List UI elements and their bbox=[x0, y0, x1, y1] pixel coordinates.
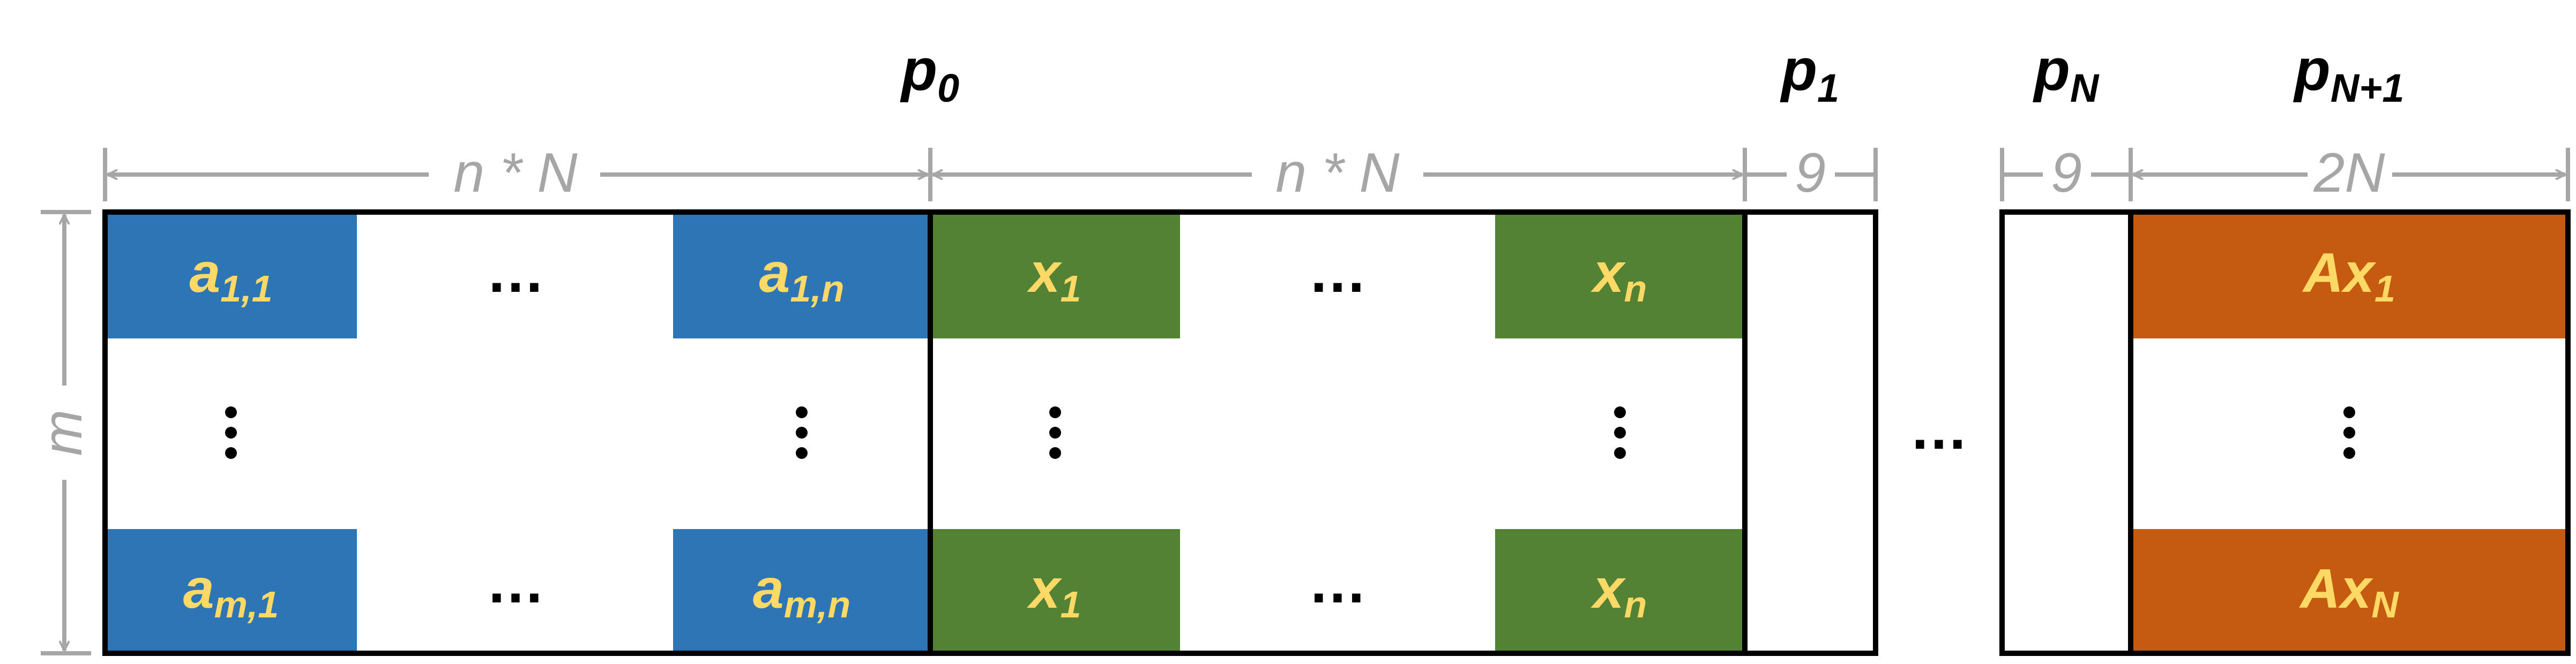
cell-xn-bot-fill bbox=[1495, 529, 1745, 653]
cells bbox=[105, 212, 2568, 653]
vertical-ellipsis-ax bbox=[2343, 406, 2355, 459]
cell-x1-bot-fill bbox=[930, 529, 1180, 653]
partition-pN-border bbox=[1999, 209, 2133, 656]
dimension-lines bbox=[41, 148, 2570, 655]
cell-a11-fill bbox=[105, 212, 357, 338]
cell-xn-bot-label: xn bbox=[1591, 558, 1647, 625]
dim-p1-width-label: 9 bbox=[1795, 142, 1826, 204]
cell-axN-label: AxN bbox=[2298, 558, 2399, 625]
vertical-ellipses bbox=[225, 406, 2355, 459]
cell-xn-top-fill bbox=[1495, 212, 1745, 338]
ellipsis-x-bottom: … bbox=[1308, 549, 1367, 615]
cell-ax1-fill bbox=[2131, 212, 2568, 338]
ellipsis-a-bottom: … bbox=[486, 549, 545, 615]
cell-am1-label: am,1 bbox=[183, 558, 279, 625]
vertical-ellipsis-a1 bbox=[225, 406, 237, 459]
cell-a1n-fill bbox=[673, 212, 930, 338]
cell-a1n-label: a1,n bbox=[759, 242, 845, 310]
cell-x1-top-fill bbox=[930, 212, 1180, 338]
cell-xn-top-label: xn bbox=[1591, 242, 1647, 310]
dim-pN1-width-label: 2N bbox=[2313, 142, 2386, 204]
ellipsis-x-top: … bbox=[1308, 239, 1367, 305]
dim-pN-width-label: 9 bbox=[2051, 142, 2082, 204]
cell-x1-bot-label: x1 bbox=[1027, 558, 1081, 625]
cell-axN-fill bbox=[2131, 529, 2568, 653]
partition-pN1-border bbox=[2128, 209, 2571, 656]
vertical-ellipsis-an bbox=[796, 406, 808, 459]
cell-am1-fill bbox=[105, 529, 357, 653]
partition-borders bbox=[102, 209, 2571, 656]
dim-height-label: m bbox=[32, 410, 94, 456]
partition-p1-border bbox=[1742, 209, 1878, 656]
ellipsis-a-top: … bbox=[486, 239, 545, 305]
title-p1: p1 bbox=[1780, 37, 1839, 110]
ellipsis-between-partitions: … bbox=[1909, 396, 1968, 462]
cell-a11-label: a1,1 bbox=[189, 242, 272, 310]
cell-x1-top-label: x1 bbox=[1027, 242, 1081, 310]
dim-x-width-label: n * N bbox=[1275, 142, 1400, 204]
title-p0: p0 bbox=[900, 37, 959, 110]
cell-amn-label: am,n bbox=[753, 558, 850, 625]
dimension-labels: n * N n * N 9 9 2N m bbox=[32, 142, 2385, 456]
dim-a-width-label: n * N bbox=[453, 142, 578, 204]
vertical-ellipsis-x1 bbox=[1049, 406, 1061, 459]
vertical-ellipsis-xn bbox=[1614, 406, 1626, 459]
cell-labels: a1,1 a1,n am,1 am,n x1 xn x1 xn Ax1 AxN bbox=[183, 242, 2399, 625]
title-pN: pN bbox=[2033, 37, 2100, 110]
title-pN1: pN+1 bbox=[2293, 37, 2404, 110]
cell-amn-fill bbox=[673, 529, 930, 653]
cell-ax1-label: Ax1 bbox=[2302, 242, 2395, 310]
partition-titles: p0 p1 pN pN+1 bbox=[900, 37, 2405, 110]
horizontal-ellipses: … … … … … bbox=[486, 239, 1968, 615]
